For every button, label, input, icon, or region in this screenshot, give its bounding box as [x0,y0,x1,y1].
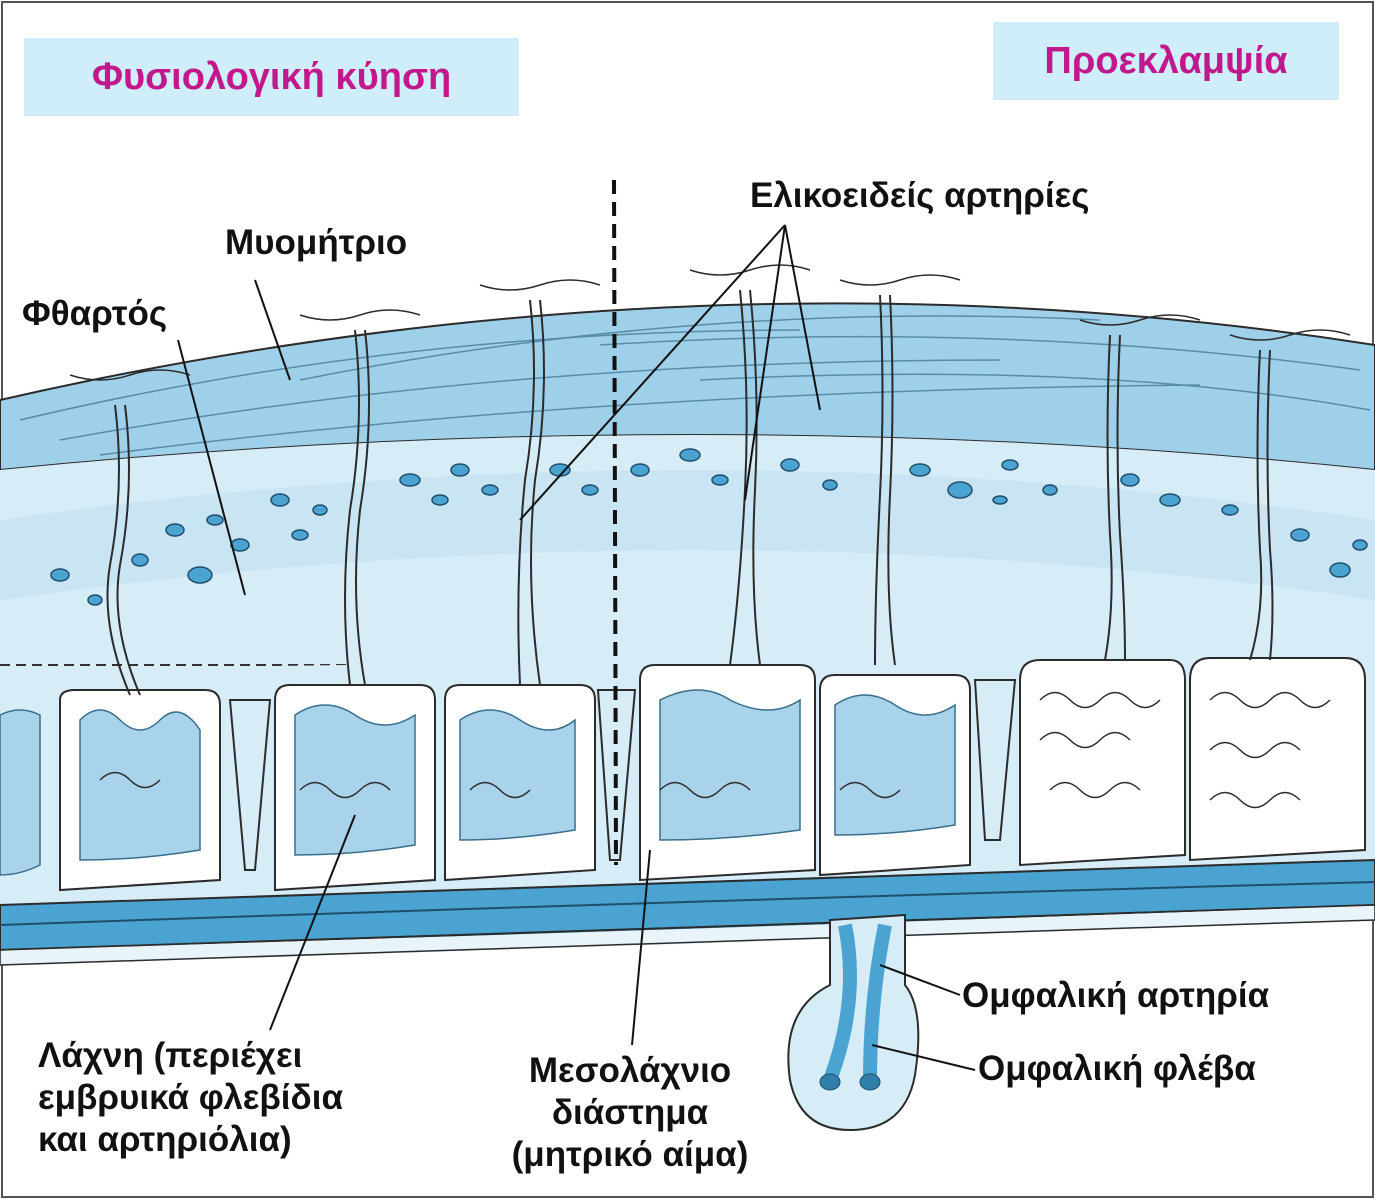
label-intervillous-line3: (μητρικό αίμα) [470,1134,790,1176]
tag-preeclampsia: Προεκλαμψία [993,22,1339,100]
label-myometrium: Μυομήτριο [225,222,407,264]
label-spiral-arteries: Ελικοειδείς αρτηρίες [750,175,1089,217]
label-villus-line3: και αρτηριόλια) [38,1119,438,1161]
umbilical-vein-lumen [860,1074,880,1090]
label-villus-line1: Λάχνη (περιέχει [38,1035,438,1077]
tag-normal-pregnancy: Φυσιολογική κύηση [24,38,519,116]
label-decidua: Φθαρτός [22,293,167,335]
label-intervillous-space: Μεσολάχνιο διάστημα (μητρικό αίμα) [470,1050,790,1176]
umbilical-artery-lumen [820,1074,840,1090]
divider-line [614,180,616,865]
label-intervillous-line2: διάστημα [470,1092,790,1134]
label-villus: Λάχνη (περιέχει εμβρυικά φλεβίδια και αρ… [38,1035,438,1161]
label-umbilical-artery: Ομφαλική αρτηρία [962,975,1269,1017]
label-intervillous-line1: Μεσολάχνιο [470,1050,790,1092]
label-umbilical-vein: Ομφαλική φλέβα [978,1048,1256,1090]
label-villus-line2: εμβρυικά φλεβίδια [38,1077,438,1119]
